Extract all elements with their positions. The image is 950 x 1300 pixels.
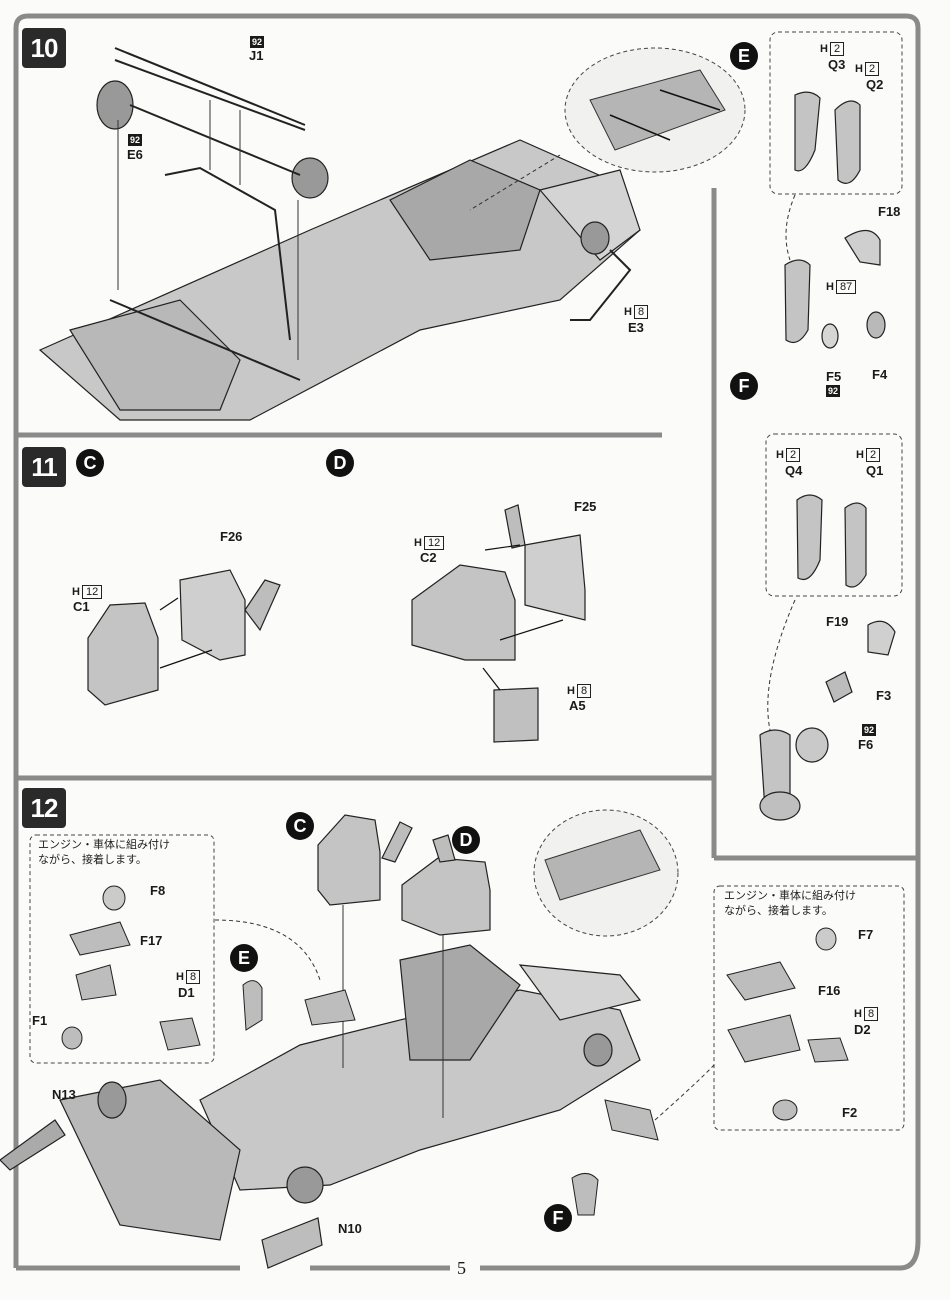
part-label-q4: Q4 xyxy=(785,464,802,478)
f6-paint-badge: 92 xyxy=(862,724,876,736)
j1-paint-badge: 92 xyxy=(250,36,264,48)
part-label-f3: F3 xyxy=(876,689,891,703)
part-label-n10: N10 xyxy=(338,1222,362,1236)
part-label-f8: F8 xyxy=(150,884,165,898)
page-number: 5 xyxy=(457,1258,466,1279)
note-right-line-2: ながら、接着します。 xyxy=(724,904,856,919)
step10-chassis xyxy=(40,81,640,420)
part-label-j1: J1 xyxy=(249,49,263,63)
note-right-line-1: エンジン・車体に組み付け xyxy=(724,889,856,904)
step12-sub-c: C xyxy=(286,812,314,840)
e6-paint-badge: 92 xyxy=(128,134,142,146)
step12-sub-f: F xyxy=(544,1204,572,1232)
part-label-q3: Q3 xyxy=(828,58,845,72)
part-label-e3: E3 xyxy=(628,321,644,335)
part-label-f1: F1 xyxy=(32,1014,47,1028)
step-11-number: 11 xyxy=(22,447,66,487)
part-label-f26: F26 xyxy=(220,530,242,544)
part-label-f25: F25 xyxy=(574,500,596,514)
step-12-number: 12 xyxy=(22,788,66,828)
step11c-parts xyxy=(88,570,280,705)
note-left-line-2: ながら、接着します。 xyxy=(38,853,170,868)
note-right: エンジン・車体に組み付け ながら、接着します。 xyxy=(724,889,856,919)
part-label-c2: C2 xyxy=(420,551,437,565)
part-label-n13: N13 xyxy=(52,1088,76,1102)
part-label-c1: C1 xyxy=(73,600,90,614)
step12-sub-e: E xyxy=(230,944,258,972)
note-left: エンジン・車体に組み付け ながら、接着します。 xyxy=(38,838,170,868)
part-label-f4: F4 xyxy=(872,368,887,382)
part-label-f5: F5 xyxy=(826,370,841,384)
side-sub-e: E xyxy=(730,42,758,70)
part-label-f16: F16 xyxy=(818,984,840,998)
step-10-number: 10 xyxy=(22,28,66,68)
part-label-f17: F17 xyxy=(140,934,162,948)
part-label-f18: F18 xyxy=(878,205,900,219)
step11-sub-c: C xyxy=(76,449,104,477)
part-label-q1: Q1 xyxy=(866,464,883,478)
part-label-d1: D1 xyxy=(178,986,195,1000)
side-sub-f: F xyxy=(730,372,758,400)
step11-sub-d: D xyxy=(326,449,354,477)
part-label-d2: D2 xyxy=(854,1023,871,1037)
part-label-f19: F19 xyxy=(826,615,848,629)
part-label-q2: Q2 xyxy=(866,78,883,92)
part-label-a5: A5 xyxy=(569,699,586,713)
part-label-f6: F6 xyxy=(858,738,873,752)
step12-sub-d: D xyxy=(452,826,480,854)
part-label-f2: F2 xyxy=(842,1106,857,1120)
part-label-f7: F7 xyxy=(858,928,873,942)
part-label-e6: E6 xyxy=(127,148,143,162)
f5-paint-badge: 92 xyxy=(826,385,840,397)
note-left-line-1: エンジン・車体に組み付け xyxy=(38,838,170,853)
